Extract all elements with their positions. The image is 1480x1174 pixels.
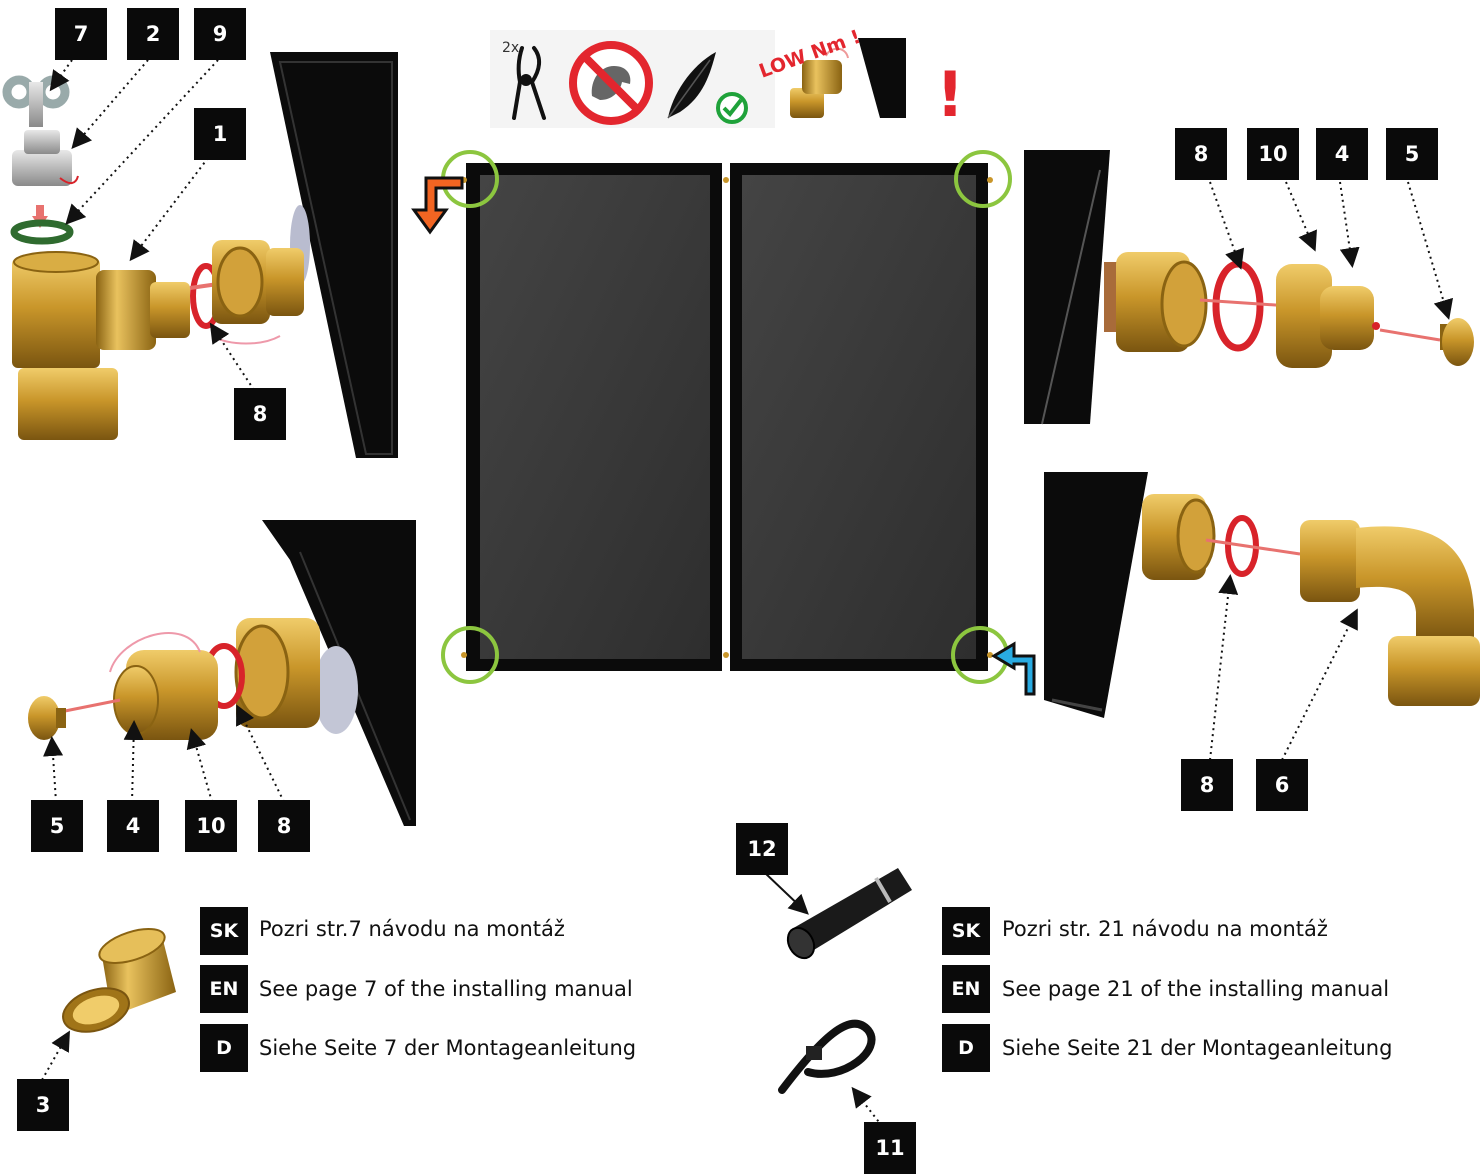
assembly-bottom-left xyxy=(28,520,416,826)
union-nut-tl xyxy=(212,240,304,324)
elbow-fitting xyxy=(1300,520,1480,706)
callout-11: 11 xyxy=(864,1122,916,1174)
assembly-bottom-right xyxy=(1044,472,1480,718)
note-en-right: See page 21 of the installing manual xyxy=(1002,977,1389,1001)
cable-tie xyxy=(782,1024,872,1090)
warning-mark: ! xyxy=(936,58,964,131)
collector-panels xyxy=(461,163,993,671)
count-label: 2x xyxy=(502,40,519,56)
check-icon xyxy=(718,94,746,122)
callout-8-top-right: 8 xyxy=(1175,128,1227,180)
cap-nut-tr xyxy=(1276,264,1380,368)
callout-10-top-right: 10 xyxy=(1247,128,1299,180)
insulation-sleeve xyxy=(783,868,912,963)
union-nut-bl xyxy=(236,618,320,728)
ferrule-sleeve xyxy=(57,922,176,1039)
air-vent-key-icon xyxy=(7,80,65,127)
seal-ring-red-tr xyxy=(1216,264,1260,348)
note-sk-right: Pozri str. 21 návodu na montáž xyxy=(1002,917,1328,941)
lang-badge-sk-left: SK xyxy=(200,907,248,955)
callout-4-bottom-left: 4 xyxy=(107,800,159,852)
no-force-sign-icon xyxy=(573,45,649,121)
callout-3: 3 xyxy=(17,1079,69,1131)
union-nut-br xyxy=(1142,494,1214,580)
outflow-arrow-icon xyxy=(414,178,462,232)
lang-badge-d-left: D xyxy=(200,1024,248,1072)
assembly-top-right xyxy=(1024,150,1474,424)
callout-10-bottom-left: 10 xyxy=(185,800,237,852)
lang-badge-d-right: D xyxy=(942,1024,990,1072)
callout-9: 9 xyxy=(194,8,246,60)
callout-6: 6 xyxy=(1256,759,1308,811)
note-en-left: See page 7 of the installing manual xyxy=(259,977,633,1001)
callout-8-top-left: 8 xyxy=(234,388,286,440)
callout-2: 2 xyxy=(127,8,179,60)
lang-badge-en-right: EN xyxy=(942,965,990,1013)
note-d-right: Siehe Seite 21 der Montageanleitung xyxy=(1002,1036,1392,1060)
tee-fitting xyxy=(12,252,190,440)
inflow-arrow-icon xyxy=(994,644,1034,694)
note-d-left: Siehe Seite 7 der Montageanleitung xyxy=(259,1036,636,1060)
callout-7: 7 xyxy=(55,8,107,60)
union-nut-tr xyxy=(1116,252,1206,352)
lang-badge-sk-right: SK xyxy=(942,907,990,955)
lang-badge-en-left: EN xyxy=(200,965,248,1013)
callout-5-bottom-left: 5 xyxy=(31,800,83,852)
callout-8-bottom-right: 8 xyxy=(1181,759,1233,811)
note-sk-left: Pozri str.7 návodu na montáž xyxy=(259,917,565,941)
plug-tr xyxy=(1440,318,1474,366)
cap-nut-bl xyxy=(114,650,218,740)
callout-8-bottom-left: 8 xyxy=(258,800,310,852)
callout-4-top-right: 4 xyxy=(1316,128,1368,180)
callout-1: 1 xyxy=(194,108,246,160)
tool-strip: LOW Nm ! 2x xyxy=(490,26,906,128)
callout-12: 12 xyxy=(736,823,788,875)
plug-bl xyxy=(28,696,66,740)
seal-ring-green xyxy=(14,223,70,241)
callout-5-top-right: 5 xyxy=(1386,128,1438,180)
air-vent-cap xyxy=(12,130,78,186)
